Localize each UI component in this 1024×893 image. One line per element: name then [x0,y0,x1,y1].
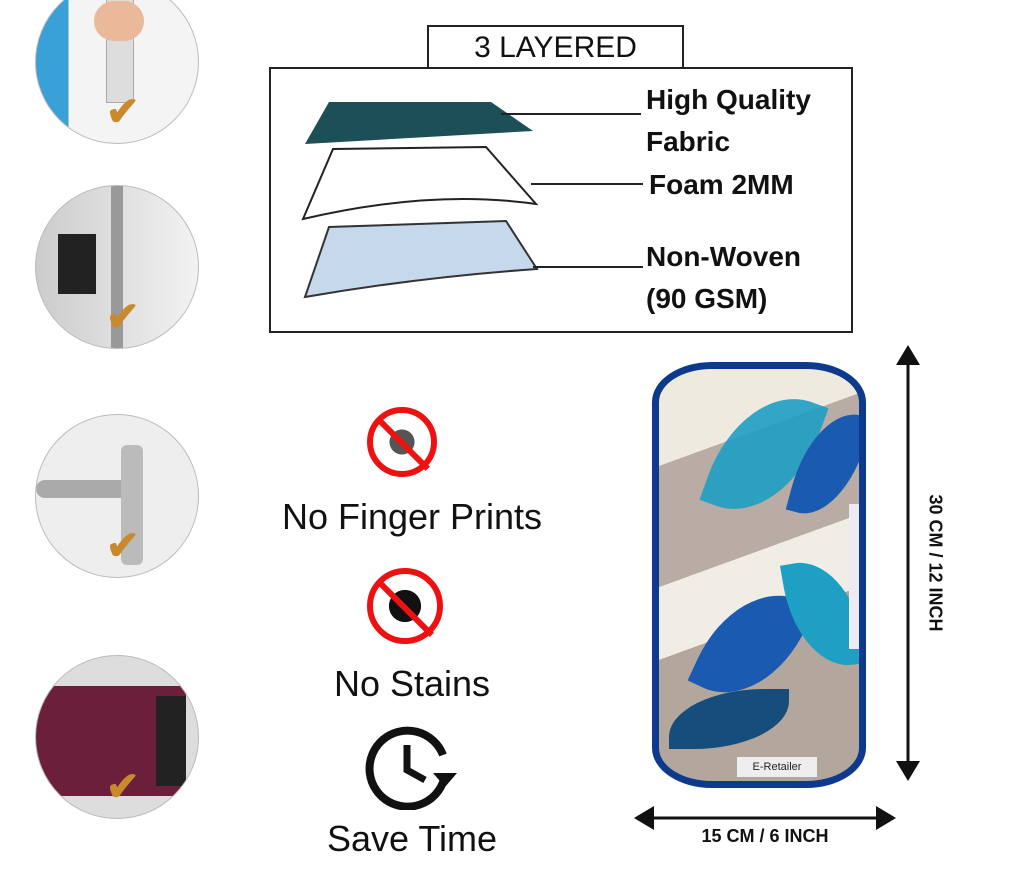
nonwoven-layer [303,219,539,299]
width-arrow [634,806,896,830]
product-image: E-Retailer [652,362,866,788]
brand-label: E-Retailer [737,757,817,777]
no-stain-icon [367,568,443,644]
velcro-strip [849,504,859,649]
foam-layer [301,145,539,221]
fabric-layer [305,102,533,144]
check-icon: ✔ [106,90,140,134]
height-label: 30 CM / 12 INCH [925,494,946,632]
hand-image [94,1,144,41]
layers-title: 3 LAYERED [427,25,684,68]
layer-nonwoven-label: Non-Woven (90 GSM) [646,241,802,314]
handle-image [111,186,123,348]
panel-image [156,696,186,786]
layers-box: High Quality Fabric Foam 2MM Non-Woven (… [269,67,853,333]
use-fridge-handle: ✔ [35,0,199,144]
layers-diagram [301,102,643,299]
feature-label: Save Time [326,818,498,859]
check-icon: ✔ [106,765,140,809]
layer-foam-label: Foam 2MM [649,169,794,200]
use-double-door-fridge: ✔ [35,185,199,349]
use-door-handle: ✔ [35,414,199,578]
plate-image [121,445,143,565]
width-label: 15 CM / 6 INCH [701,826,829,846]
check-icon: ✔ [106,295,140,339]
check-icon: ✔ [106,524,140,568]
feature-label: No Stains [333,663,491,704]
no-fingerprint-icon [367,407,437,477]
feature-label: No Finger Prints [281,496,543,537]
layer-fabric-label: High Quality Fabric [646,84,811,157]
dispenser-image [58,234,96,294]
height-arrow [896,345,920,781]
clock-icon [365,726,457,810]
leaf-image [669,689,789,749]
lever-image [36,480,136,498]
use-microwave: ✔ [35,655,199,819]
